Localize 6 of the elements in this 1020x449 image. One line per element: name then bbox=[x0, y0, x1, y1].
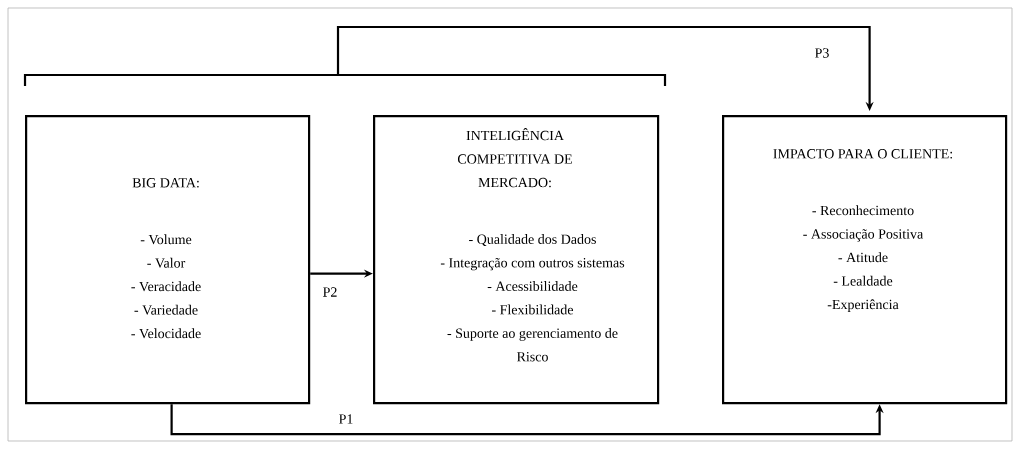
edge-label: P3 bbox=[813, 47, 831, 59]
content-box: IMPACTO PARA O CLIENTE: - Reconhecimento - Associação Positiva - Atitude - Lealdade -Experiência bbox=[722, 115, 1008, 405]
edge-label: P2 bbox=[321, 286, 339, 298]
content-box: INTELIGÊNCIA COMPETITIVA DE MERCADO: - Qualidade dos Dados - Integração com outros sistemas - Acessibilidade - Flexibilidade - Suporte ao gerenciamento de Risco bbox=[373, 115, 660, 405]
content-box: BIG DATA: - Volume - Valor - Veracidade - Variedade - Velocidade bbox=[25, 115, 311, 405]
edge-label: P1 bbox=[337, 413, 355, 425]
